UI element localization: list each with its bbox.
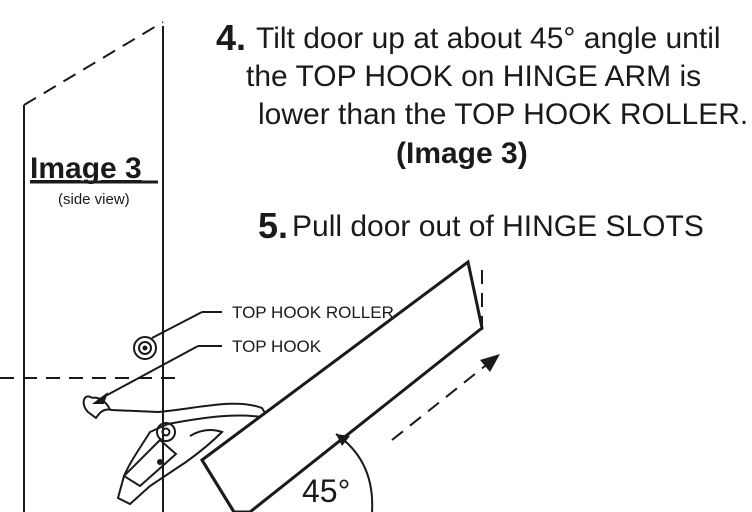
- step-4-instructions: 4. Tilt door up at about 45° angle until…: [216, 17, 748, 170]
- callout-roller-leader-diag: [151, 311, 203, 339]
- angle-label: 45°: [302, 473, 350, 509]
- door-original-position-line: [23, 21, 164, 106]
- pull-arrow-head: [480, 354, 500, 372]
- callout-hook-leader-diag: [97, 345, 199, 401]
- roller-outer-ring: [133, 336, 157, 360]
- image-subtitle: (side view): [58, 191, 130, 208]
- pull-arrow-shaft: [391, 361, 491, 441]
- hinge-pivot-ring: [156, 422, 176, 442]
- pull-direction-arrow: [391, 354, 500, 441]
- callout-hook-arrow-head: [92, 392, 108, 404]
- step-4-image-ref: (Image 3): [396, 137, 528, 170]
- step-4-number: 4.: [216, 17, 246, 58]
- angle-arc-arrow-head: [336, 434, 350, 446]
- step-4-line-3: lower than the TOP HOOK ROLLER.: [258, 98, 748, 131]
- hinge-pivot-center: [161, 427, 171, 437]
- tilted-door: [200, 259, 484, 512]
- roller-center: [142, 345, 148, 351]
- hinge-arm: [82, 395, 271, 506]
- angle-indicator: 45°: [302, 433, 374, 512]
- callout-top-hook-roller: TOP HOOK ROLLER: [151, 303, 394, 339]
- step-5-text: Pull door out of HINGE SLOTS: [292, 210, 704, 243]
- cabinet-frame: [0, 21, 180, 512]
- roller-middle-ring: [138, 341, 152, 355]
- callout-hook-label: TOP HOOK: [232, 337, 322, 356]
- step-5-instructions: 5. Pull door out of HINGE SLOTS: [258, 205, 704, 246]
- hinge-arm-slot-plate: [122, 438, 178, 488]
- door-bottom-edge: [200, 459, 236, 512]
- step-4-line-1: Tilt door up at about 45° angle until: [256, 22, 721, 55]
- image-label: Image 3 (side view): [30, 152, 158, 208]
- top-hook-roller: [133, 336, 157, 360]
- image-title: Image 3: [30, 152, 142, 185]
- hinge-arm-outline: [82, 395, 271, 506]
- step-4-line-2: the TOP HOOK on HINGE ARM is: [246, 60, 701, 93]
- hinge-rivet: [157, 459, 163, 465]
- step-5-number: 5.: [258, 205, 288, 246]
- callout-roller-label: TOP HOOK ROLLER: [232, 303, 394, 322]
- callout-top-hook: TOP HOOK: [92, 337, 322, 404]
